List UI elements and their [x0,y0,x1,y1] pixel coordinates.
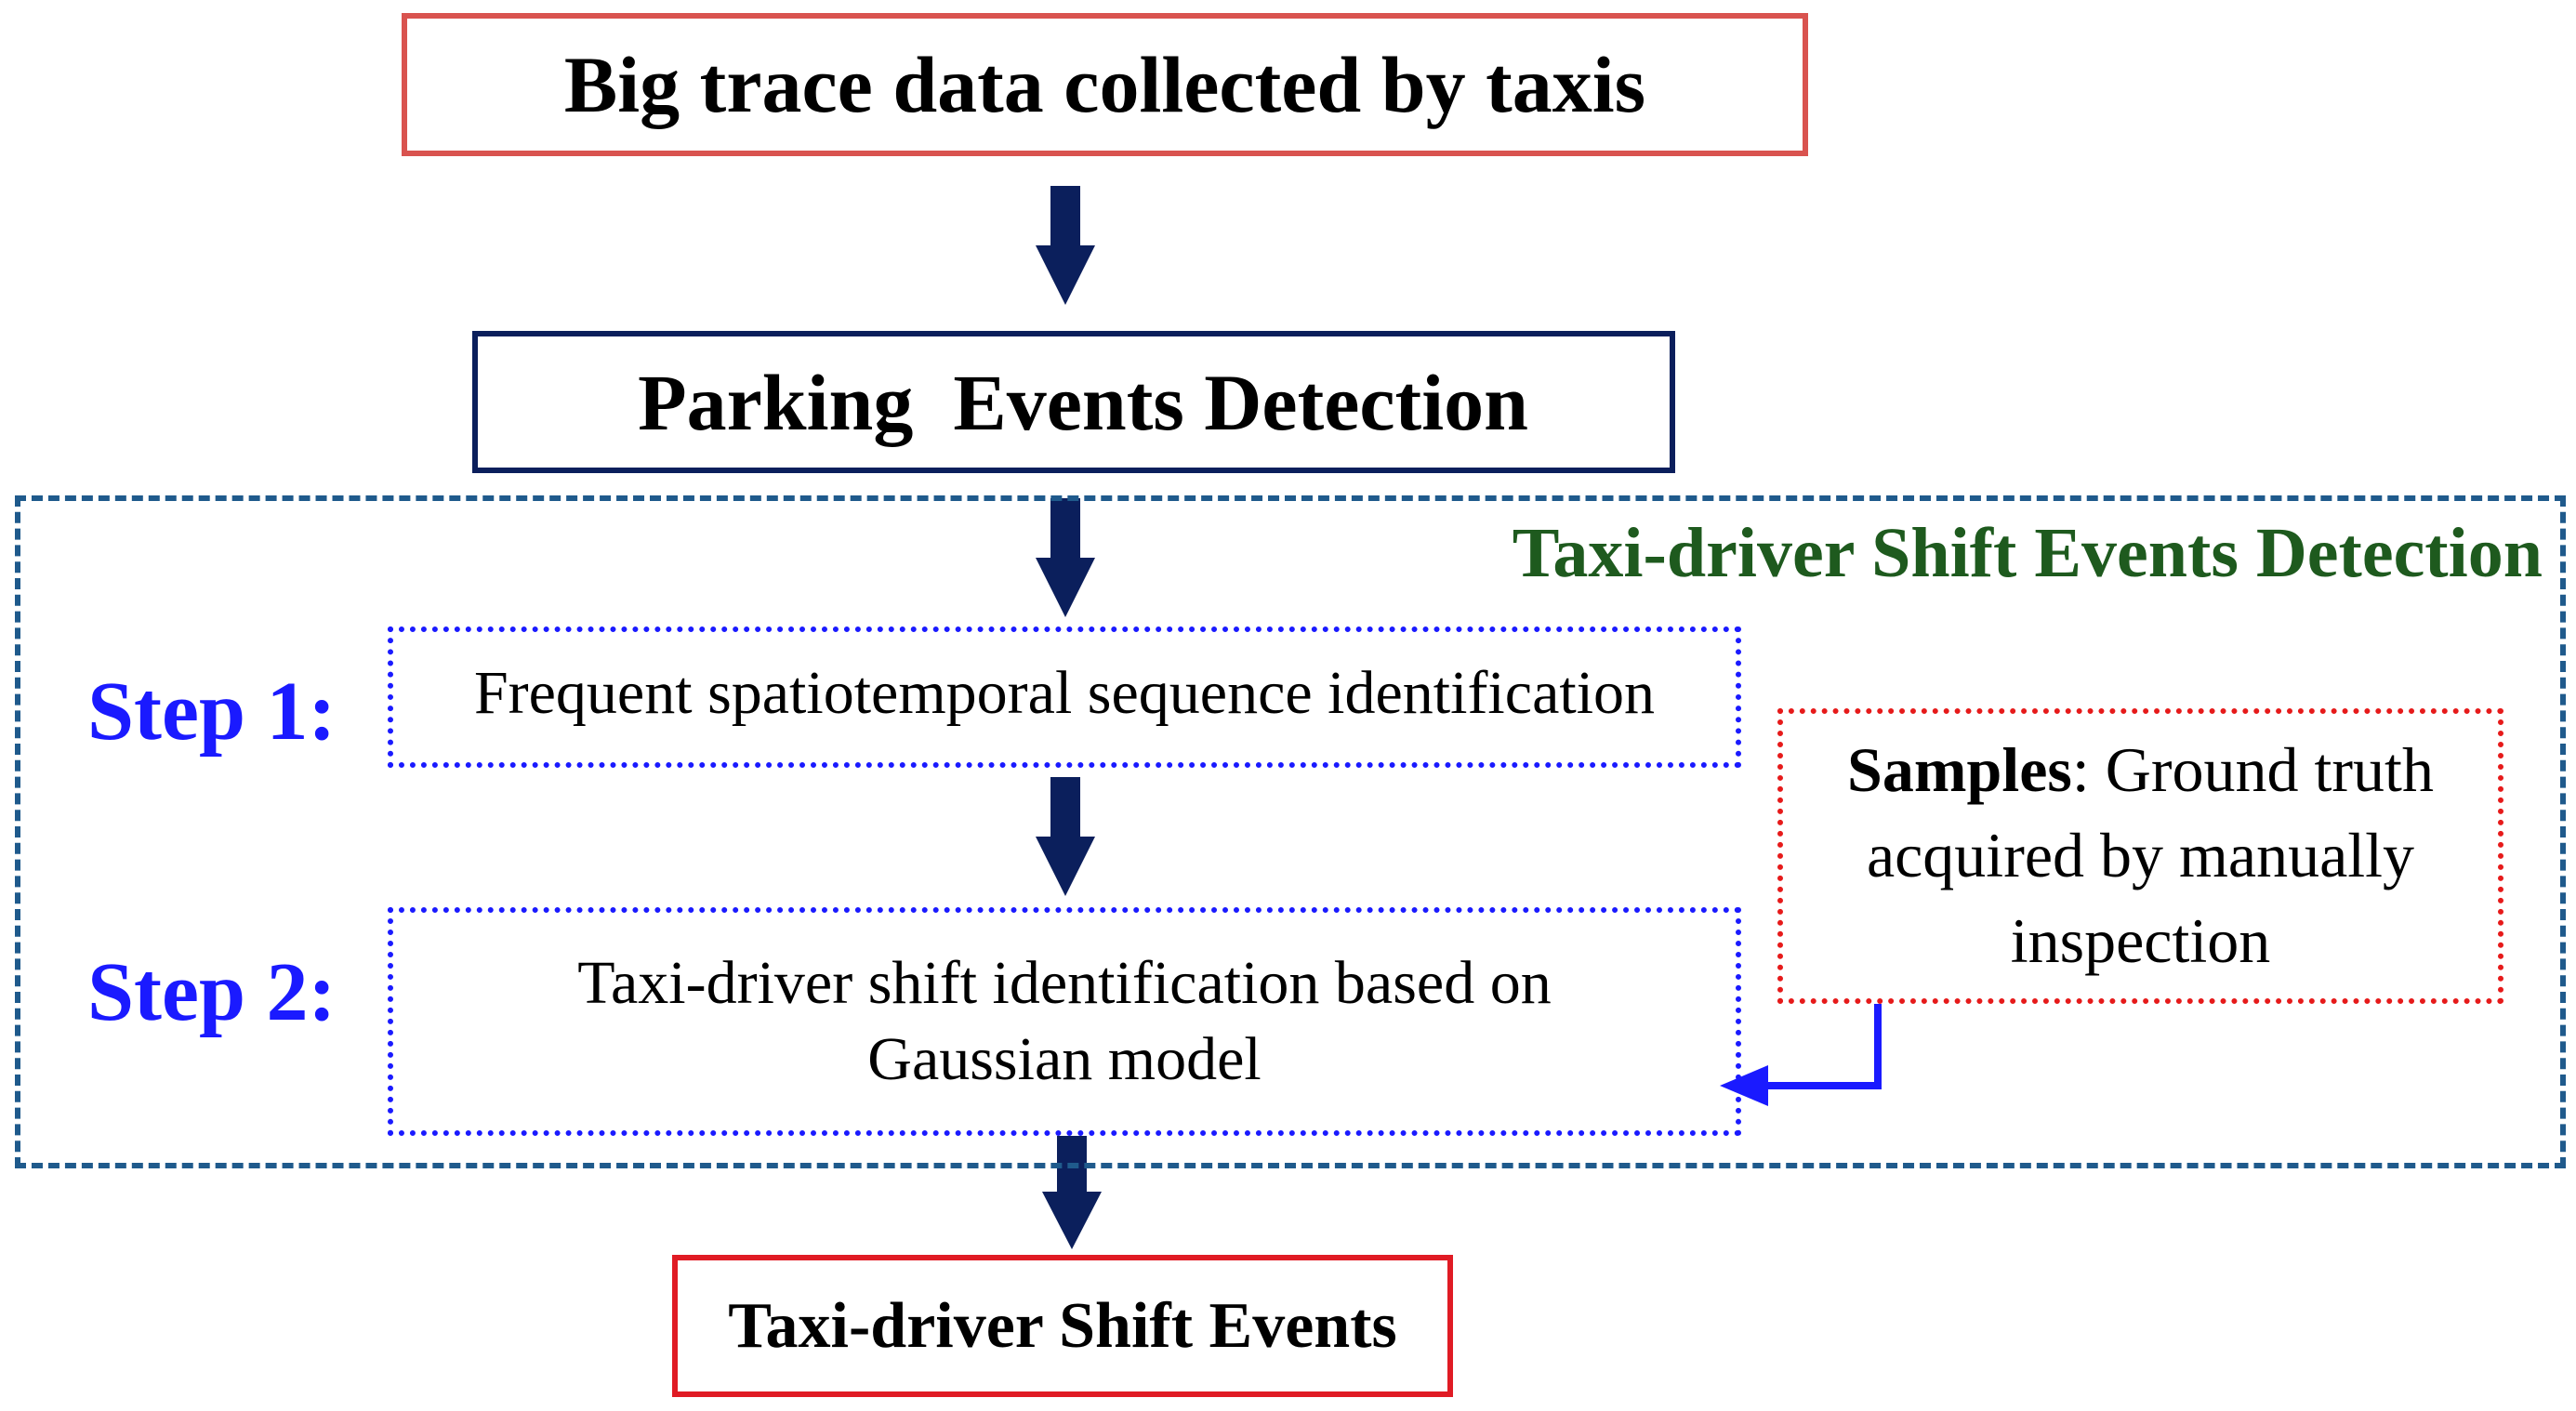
region-title: Taxi-driver Shift Events Detection [1512,514,2543,592]
step2-label: Step 2: [87,946,337,1038]
samples-line1: : Ground truth [2071,734,2434,806]
result-box: Taxi-driver Shift Events [672,1255,1453,1397]
source-data-box: Big trace data collected by taxis [402,13,1808,156]
down-arrow-1 [1036,186,1095,305]
down-arrow-3 [1036,777,1095,896]
samples-box: Samples: Ground truth acquired by manual… [1777,708,2503,1004]
step1-text: Frequent spatiotemporal sequence identif… [473,659,1656,727]
feedback-arrow [1720,1004,1882,1106]
step2-text-line2: Gaussian model [867,1025,1262,1093]
samples-line3: inspection [2010,904,2271,976]
source-data-label: Big trace data collected by taxis [563,40,1646,129]
result-label: Taxi-driver Shift Events [728,1289,1397,1362]
samples-title: Samples [1847,734,2072,806]
down-arrow-2 [1036,498,1095,617]
step1-box: Frequent spatiotemporal sequence identif… [388,626,1741,768]
parking-events-box: Parking Events Detection [472,331,1675,473]
step2-box: Taxi-driver shift identification based o… [388,907,1741,1136]
parking-events-label: Parking Events Detection [638,357,1528,447]
step1-label: Step 1: [87,666,337,758]
step2-text-line1: Taxi-driver shift identification based o… [577,948,1552,1017]
samples-line2: acquired by manually [1866,820,2415,891]
shift-detection-region [15,495,2566,1168]
